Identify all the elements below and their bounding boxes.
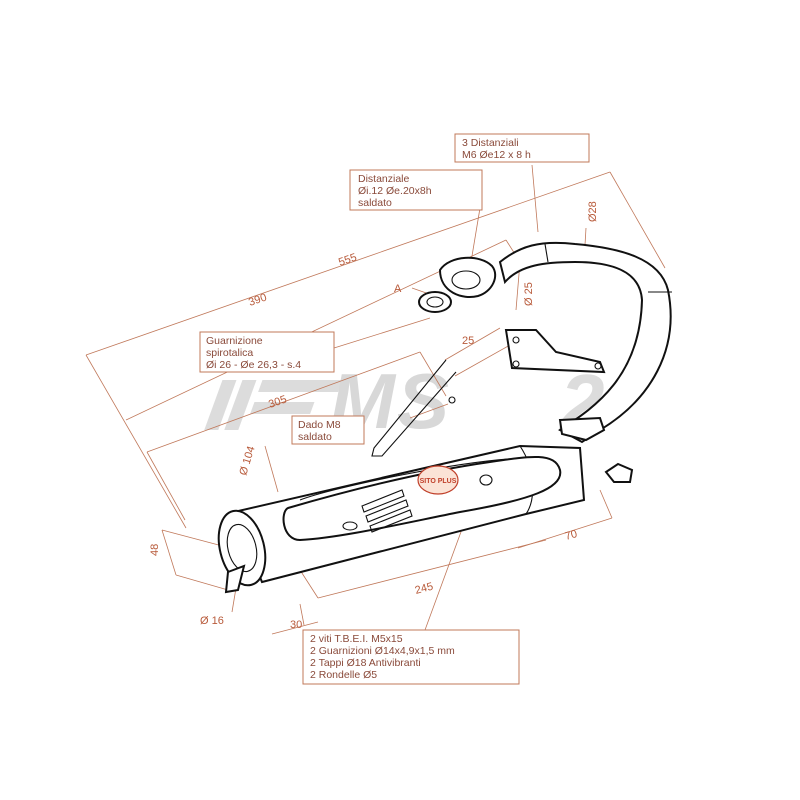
dim-70: 70 xyxy=(564,528,579,543)
svg-text:Øi.12 Øe.20x8h: Øi.12 Øe.20x8h xyxy=(358,185,432,197)
callout-guarnizione: Guarnizione spirotalica Øi 26 - Øe 26,3 … xyxy=(199,331,335,373)
svg-text:2 Rondelle Ø5: 2 Rondelle Ø5 xyxy=(310,669,377,681)
dim-o104: Ø 104 xyxy=(237,445,257,477)
exhaust-pipe xyxy=(217,241,672,594)
svg-text:2 Guarnizioni Ø14x4,9x1,5 mm: 2 Guarnizioni Ø14x4,9x1,5 mm xyxy=(310,645,455,657)
dim-305: 305 xyxy=(267,394,288,411)
svg-text:Dado M8: Dado M8 xyxy=(298,419,341,431)
callout-dado: Dado M8 saldato xyxy=(291,415,365,445)
callout-3-distanziali: 3 Distanziali M6 Øe12 x 8 h xyxy=(454,133,590,163)
svg-text:saldato: saldato xyxy=(298,431,332,443)
callout-kit: 2 viti T.B.E.I. M5x15 2 Guarnizioni Ø14x… xyxy=(302,629,520,685)
point-label-a: A xyxy=(394,283,402,295)
svg-text:3 Distanziali: 3 Distanziali xyxy=(462,137,519,149)
dim-o16: Ø 16 xyxy=(200,615,224,627)
dim-25: 25 xyxy=(462,335,474,347)
svg-text:saldato: saldato xyxy=(358,197,392,209)
svg-text:2 viti T.B.E.I. M5x15: 2 viti T.B.E.I. M5x15 xyxy=(310,633,403,645)
svg-text:spirotalica: spirotalica xyxy=(206,347,253,359)
dim-48: 48 xyxy=(149,544,161,556)
callout-distanziale: Distanziale Øi.12 Øe.20x8h saldato xyxy=(349,169,483,211)
svg-text:Guarnizione: Guarnizione xyxy=(206,335,263,347)
svg-text:Øi 26 - Øe 26,3 - s.4: Øi 26 - Øe 26,3 - s.4 xyxy=(206,359,301,371)
dimension-labels: 555 390 305 245 70 30 25 48 Ø 16 Ø 25 Ø2… xyxy=(149,201,599,631)
dim-30: 30 xyxy=(290,619,302,631)
svg-text:M6 Øe12 x 8 h: M6 Øe12 x 8 h xyxy=(462,149,531,161)
dim-245: 245 xyxy=(414,581,435,597)
dim-555: 555 xyxy=(337,252,358,269)
dimension-lines xyxy=(85,164,666,635)
svg-text:2 Tappi Ø18 Antivibranti: 2 Tappi Ø18 Antivibranti xyxy=(310,657,421,669)
dim-o25: Ø 25 xyxy=(523,282,535,306)
svg-text:Distanziale: Distanziale xyxy=(358,173,410,185)
heat-shield-slots xyxy=(361,489,413,533)
dim-o28: Ø28 xyxy=(587,201,599,222)
dim-390: 390 xyxy=(247,292,268,309)
sito-plus-logo: SITO PLUS xyxy=(417,465,459,495)
logo-text: SITO PLUS xyxy=(420,478,457,485)
